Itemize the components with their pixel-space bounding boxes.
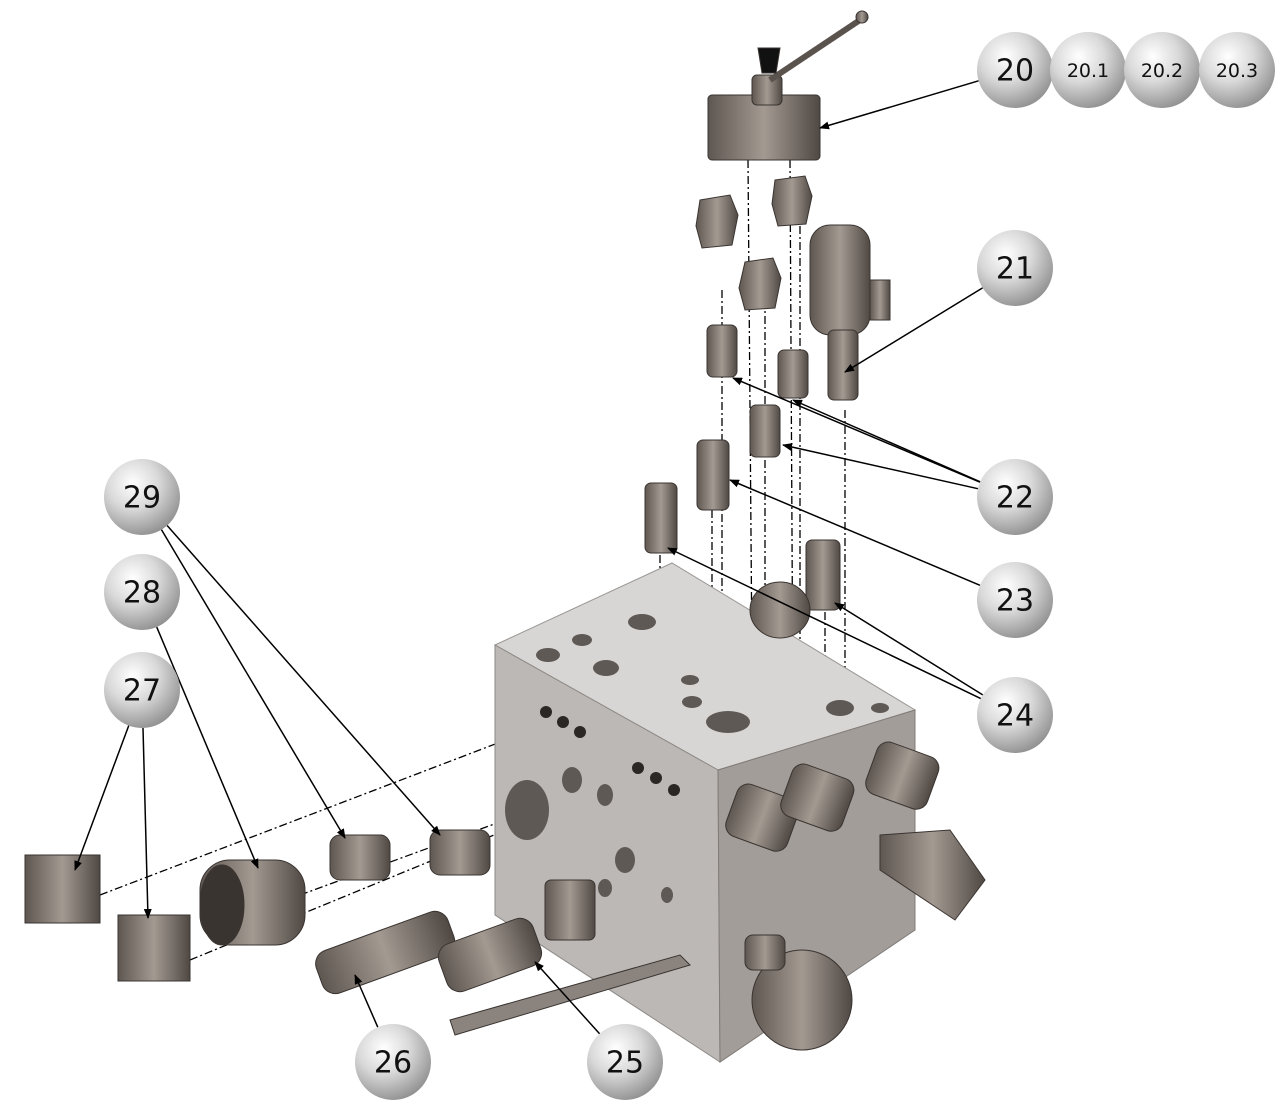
leader-line-29 (166, 525, 441, 836)
balloon-b20-1: 20.1 (1050, 32, 1126, 108)
balloon-circle (1199, 32, 1275, 108)
balloon-b26: 26 (355, 1024, 431, 1100)
balloon-circle (355, 1024, 431, 1100)
balloon-label: 26 (374, 1046, 412, 1081)
balloon-circle (104, 554, 180, 630)
balloon-circle (1050, 32, 1126, 108)
balloon-label: 20.1 (1067, 60, 1109, 82)
fitting-28 (199, 859, 306, 946)
leader-line-23 (729, 479, 981, 586)
solenoid-valve-21 (809, 224, 891, 401)
cover-plate-27a (24, 854, 101, 924)
leader-line-22 (782, 443, 979, 490)
balloon-circle (977, 230, 1053, 306)
balloon-b29: 29 (104, 459, 180, 535)
balloon-b24: 24 (977, 677, 1053, 753)
balloon-label: 27 (123, 674, 161, 709)
balloon-b20-3: 20.3 (1199, 32, 1275, 108)
leader-line-26 (354, 974, 379, 1028)
leader-line-25 (534, 961, 601, 1035)
balloon-b23: 23 (977, 562, 1053, 638)
balloon-label: 23 (996, 584, 1034, 619)
balloon-label: 21 (996, 252, 1034, 287)
leader-line-22 (732, 377, 981, 483)
leader-line-27 (142, 727, 152, 919)
manifold-block (449, 562, 986, 1063)
cover-plate-27b (117, 914, 191, 982)
leader-line-20 (819, 80, 979, 130)
balloon-circle (977, 562, 1053, 638)
balloon-label: 25 (606, 1046, 644, 1081)
balloon-b21: 21 (977, 230, 1053, 306)
balloon-label: 28 (123, 576, 161, 611)
balloon-b28: 28 (104, 554, 180, 630)
cartridge-26 (315, 910, 456, 995)
leader-arrows (74, 80, 984, 1035)
balloon-circle (977, 677, 1053, 753)
balloon-b22: 22 (977, 459, 1053, 535)
balloon-circle (104, 459, 180, 535)
components (24, 10, 891, 995)
leader-line-28 (156, 626, 259, 869)
balloon-b25: 25 (587, 1024, 663, 1100)
balloon-circle (977, 32, 1053, 108)
leader-line-21 (844, 287, 983, 373)
balloon-circle (1124, 32, 1200, 108)
manual-valve-20 (707, 10, 869, 161)
balloon-b20-2: 20.2 (1124, 32, 1200, 108)
balloon-circle (587, 1024, 663, 1100)
leader-line-24 (667, 547, 982, 700)
balloon-circle (104, 652, 180, 728)
balloon-label: 22 (996, 481, 1034, 516)
cartridge-25 (437, 917, 543, 993)
balloon-label: 20.3 (1216, 60, 1258, 82)
leader-line-27 (74, 725, 130, 871)
balloon-label: 20 (996, 54, 1034, 89)
balloon-b27: 27 (104, 652, 180, 728)
balloon-circle (977, 459, 1053, 535)
balloons: 20 20.1 20.2 20.3 21 22 23 24 29 28 27 26 25 (104, 32, 1275, 1100)
leader-line-22 (792, 399, 981, 483)
balloon-label: 29 (123, 481, 161, 516)
balloon-label: 24 (996, 699, 1034, 734)
balloon-label: 20.2 (1141, 60, 1183, 82)
balloon-b20: 20 (977, 32, 1053, 108)
leader-line-24 (834, 602, 984, 696)
leader-line-29 (160, 529, 346, 839)
